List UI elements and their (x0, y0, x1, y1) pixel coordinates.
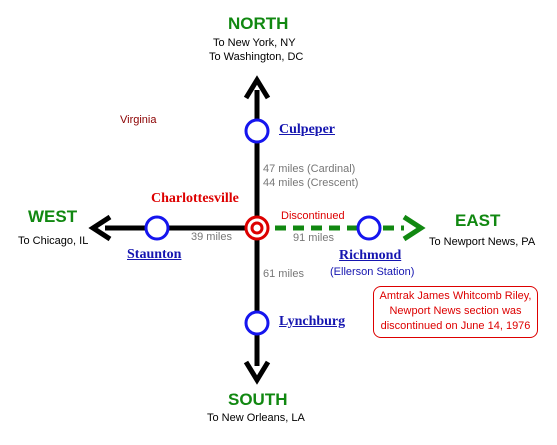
station-link-richmond[interactable]: Richmond (339, 248, 402, 263)
east-status-label: Discontinued (281, 210, 345, 222)
west-label: WEST (28, 207, 78, 226)
north-label: NORTH (228, 14, 289, 33)
distance-north-crescent: 44 miles (Crescent) (263, 177, 359, 189)
note-line-1: Amtrak James Whitcomb Riley, (379, 290, 532, 302)
north-destination-1: To New York, NY (213, 37, 296, 49)
state-label: Virginia (120, 114, 157, 126)
hub-label: Charlottesville (151, 191, 239, 206)
south-arrowhead (243, 360, 271, 385)
station-node-culpeper (244, 118, 270, 144)
station-subtitle-richmond: (Ellerson Station) (330, 266, 415, 278)
south-destination-1: To New Orleans, LA (207, 412, 305, 424)
note-line-2: Newport News section was (389, 305, 522, 317)
station-node-staunton (144, 215, 170, 241)
note-line-3: discontinued on June 14, 1976 (380, 320, 531, 332)
distance-south: 61 miles (263, 268, 304, 280)
distance-east: 91 miles (293, 232, 334, 244)
west-destination-1: To Chicago, IL (18, 235, 89, 247)
hub-node-inner (250, 221, 264, 235)
station-link-lynchburg[interactable]: Lynchburg (279, 314, 346, 329)
west-arrowhead (88, 214, 112, 242)
north-arrowhead (243, 75, 271, 100)
north-destination-2: To Washington, DC (209, 51, 304, 63)
distance-west: 39 miles (191, 231, 232, 243)
station-link-staunton[interactable]: Staunton (127, 247, 182, 262)
east-arrowhead (402, 214, 426, 242)
station-node-richmond (356, 215, 382, 241)
station-node-lynchburg (244, 310, 270, 336)
distance-north-cardinal: 47 miles (Cardinal) (263, 163, 356, 175)
east-destination-1: To Newport News, PA (429, 236, 536, 248)
east-label: EAST (455, 211, 501, 230)
discontinued-note: Amtrak James Whitcomb Riley, Newport New… (373, 286, 538, 338)
south-label: SOUTH (228, 390, 288, 409)
station-link-culpeper[interactable]: Culpeper (279, 122, 335, 137)
